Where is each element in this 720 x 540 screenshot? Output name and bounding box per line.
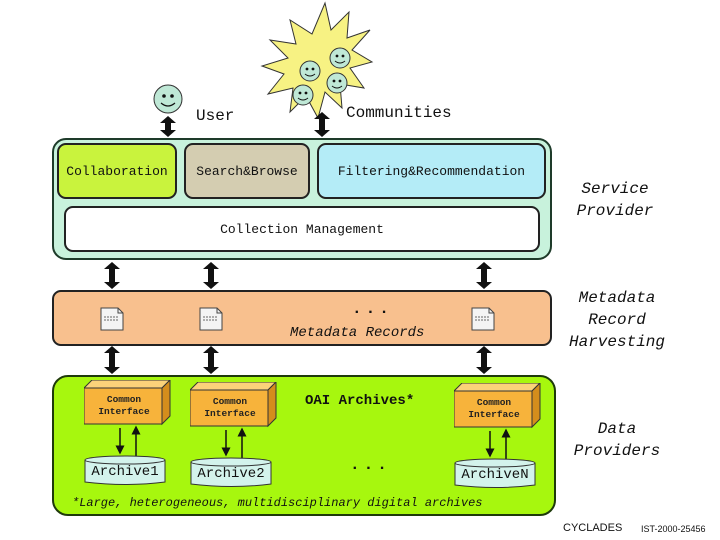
project-name: CYCLADES [563,522,623,534]
request-response-arrows [221,427,247,458]
request-response-arrows [485,428,511,459]
metadata-harvesting-side-label: Metadata Record Harvesting [552,287,682,353]
collection-management-box: Collection Management [64,206,540,252]
community-face-icon [326,72,348,94]
side-label-line: Data [597,420,637,438]
archives-ellipsis: ... [350,456,391,474]
filtering-recommendation-service: Filtering&Recommendation [317,143,546,199]
collection-management-label: Collection Management [220,221,384,237]
document-icon [100,307,124,331]
metadata-records-label: Metadata Records [290,325,425,341]
archive-label: Archive2 [197,466,265,482]
double-arrow-icon [160,116,176,137]
communities-label: Communities [346,104,452,122]
document-icon [199,307,223,331]
filtering-recommendation-label: Filtering&Recommendation [337,163,526,179]
metadata-records-panel [52,290,552,346]
double-arrow-icon [203,262,219,289]
archive-cylinder: Archive1 [84,455,166,485]
side-label-line: Service [581,180,649,198]
double-arrow-icon [314,112,330,137]
double-arrow-icon [476,262,492,289]
search-browse-service: Search&Browse [184,143,310,199]
double-arrow-icon [203,346,219,374]
collaboration-service: Collaboration [57,143,177,199]
oai-archives-label: OAI Archives* [305,393,415,409]
side-label-line: Provider [576,202,654,220]
community-face-icon [299,60,321,82]
communities-starburst-icon [260,1,374,120]
archive-label: Archive1 [91,464,159,480]
community-face-icon [329,47,351,69]
interface-line: Interface [98,406,150,417]
archive-cylinder: Archive2 [190,457,272,487]
request-response-arrows [115,425,141,456]
interface-line: Common [476,397,512,408]
interface-line: Interface [204,408,256,419]
grant-number: IST-2000-25456 [641,524,706,534]
data-providers-side-label: Data Providers [558,418,676,462]
document-icon [471,307,495,331]
interface-line: Interface [468,409,520,420]
side-label-line: Harvesting [568,333,665,351]
double-arrow-icon [104,346,120,374]
archive-label: ArchiveN [461,467,529,483]
side-label-line: Record [588,311,646,329]
user-face-icon [153,84,183,114]
metadata-ellipsis: ... [352,300,393,318]
community-face-icon [292,84,314,106]
double-arrow-icon [476,346,492,374]
search-browse-label: Search&Browse [196,163,298,179]
interface-line: Common [212,396,248,407]
user-label: User [196,107,235,125]
side-label-line: Providers [573,442,661,460]
archive-cylinder: ArchiveN [454,458,536,488]
side-label-line: Metadata [578,289,656,307]
archives-footnote: *Large, heterogeneous, multidisciplinary… [72,496,483,510]
double-arrow-icon [104,262,120,289]
interface-line: Common [106,394,142,405]
service-provider-side-label: Service Provider [560,178,670,222]
collaboration-label: Collaboration [66,163,168,179]
